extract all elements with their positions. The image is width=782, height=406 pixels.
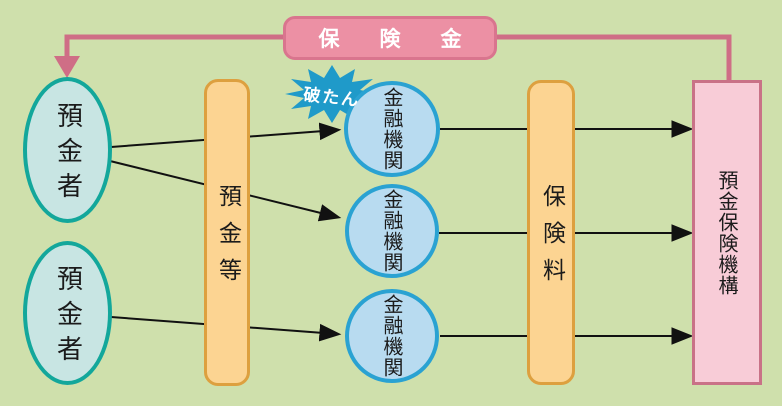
- bank-node-bottom: 金融機関: [345, 289, 439, 383]
- depositor-node-top: 預金者: [23, 77, 112, 223]
- bank-middle-label: 金融機関: [380, 189, 404, 273]
- depositor-top-label: 預金者: [52, 102, 83, 207]
- bank-node-top: 金融機関: [344, 81, 440, 177]
- dic-bar-label: 預金保険機構: [715, 169, 739, 296]
- insurance-money-box: 保険金: [283, 16, 497, 60]
- depositor-node-bottom: 預金者: [23, 241, 112, 385]
- insurance-payout-arrowhead: [54, 56, 80, 78]
- bank-node-middle: 金融機関: [345, 184, 439, 278]
- bank-bottom-label: 金融機関: [380, 294, 404, 378]
- premium-bar: 保険料: [527, 80, 575, 385]
- deposits-bar: 預金等: [204, 79, 250, 386]
- insurance-money-label: 保険金: [318, 27, 502, 51]
- insurance-payout-line-right: [497, 34, 732, 85]
- failure-burst-shape: [285, 65, 379, 123]
- deposit-insurance-corporation-bar: 預金保険機構: [692, 80, 762, 385]
- premium-bar-label: 保険料: [538, 184, 565, 295]
- bank-top-label: 金融機関: [380, 87, 404, 171]
- insurance-payout-line-left: [64, 34, 283, 56]
- depositor-bottom-label: 預金者: [52, 265, 83, 370]
- deposits-bar-label: 預金等: [214, 184, 241, 295]
